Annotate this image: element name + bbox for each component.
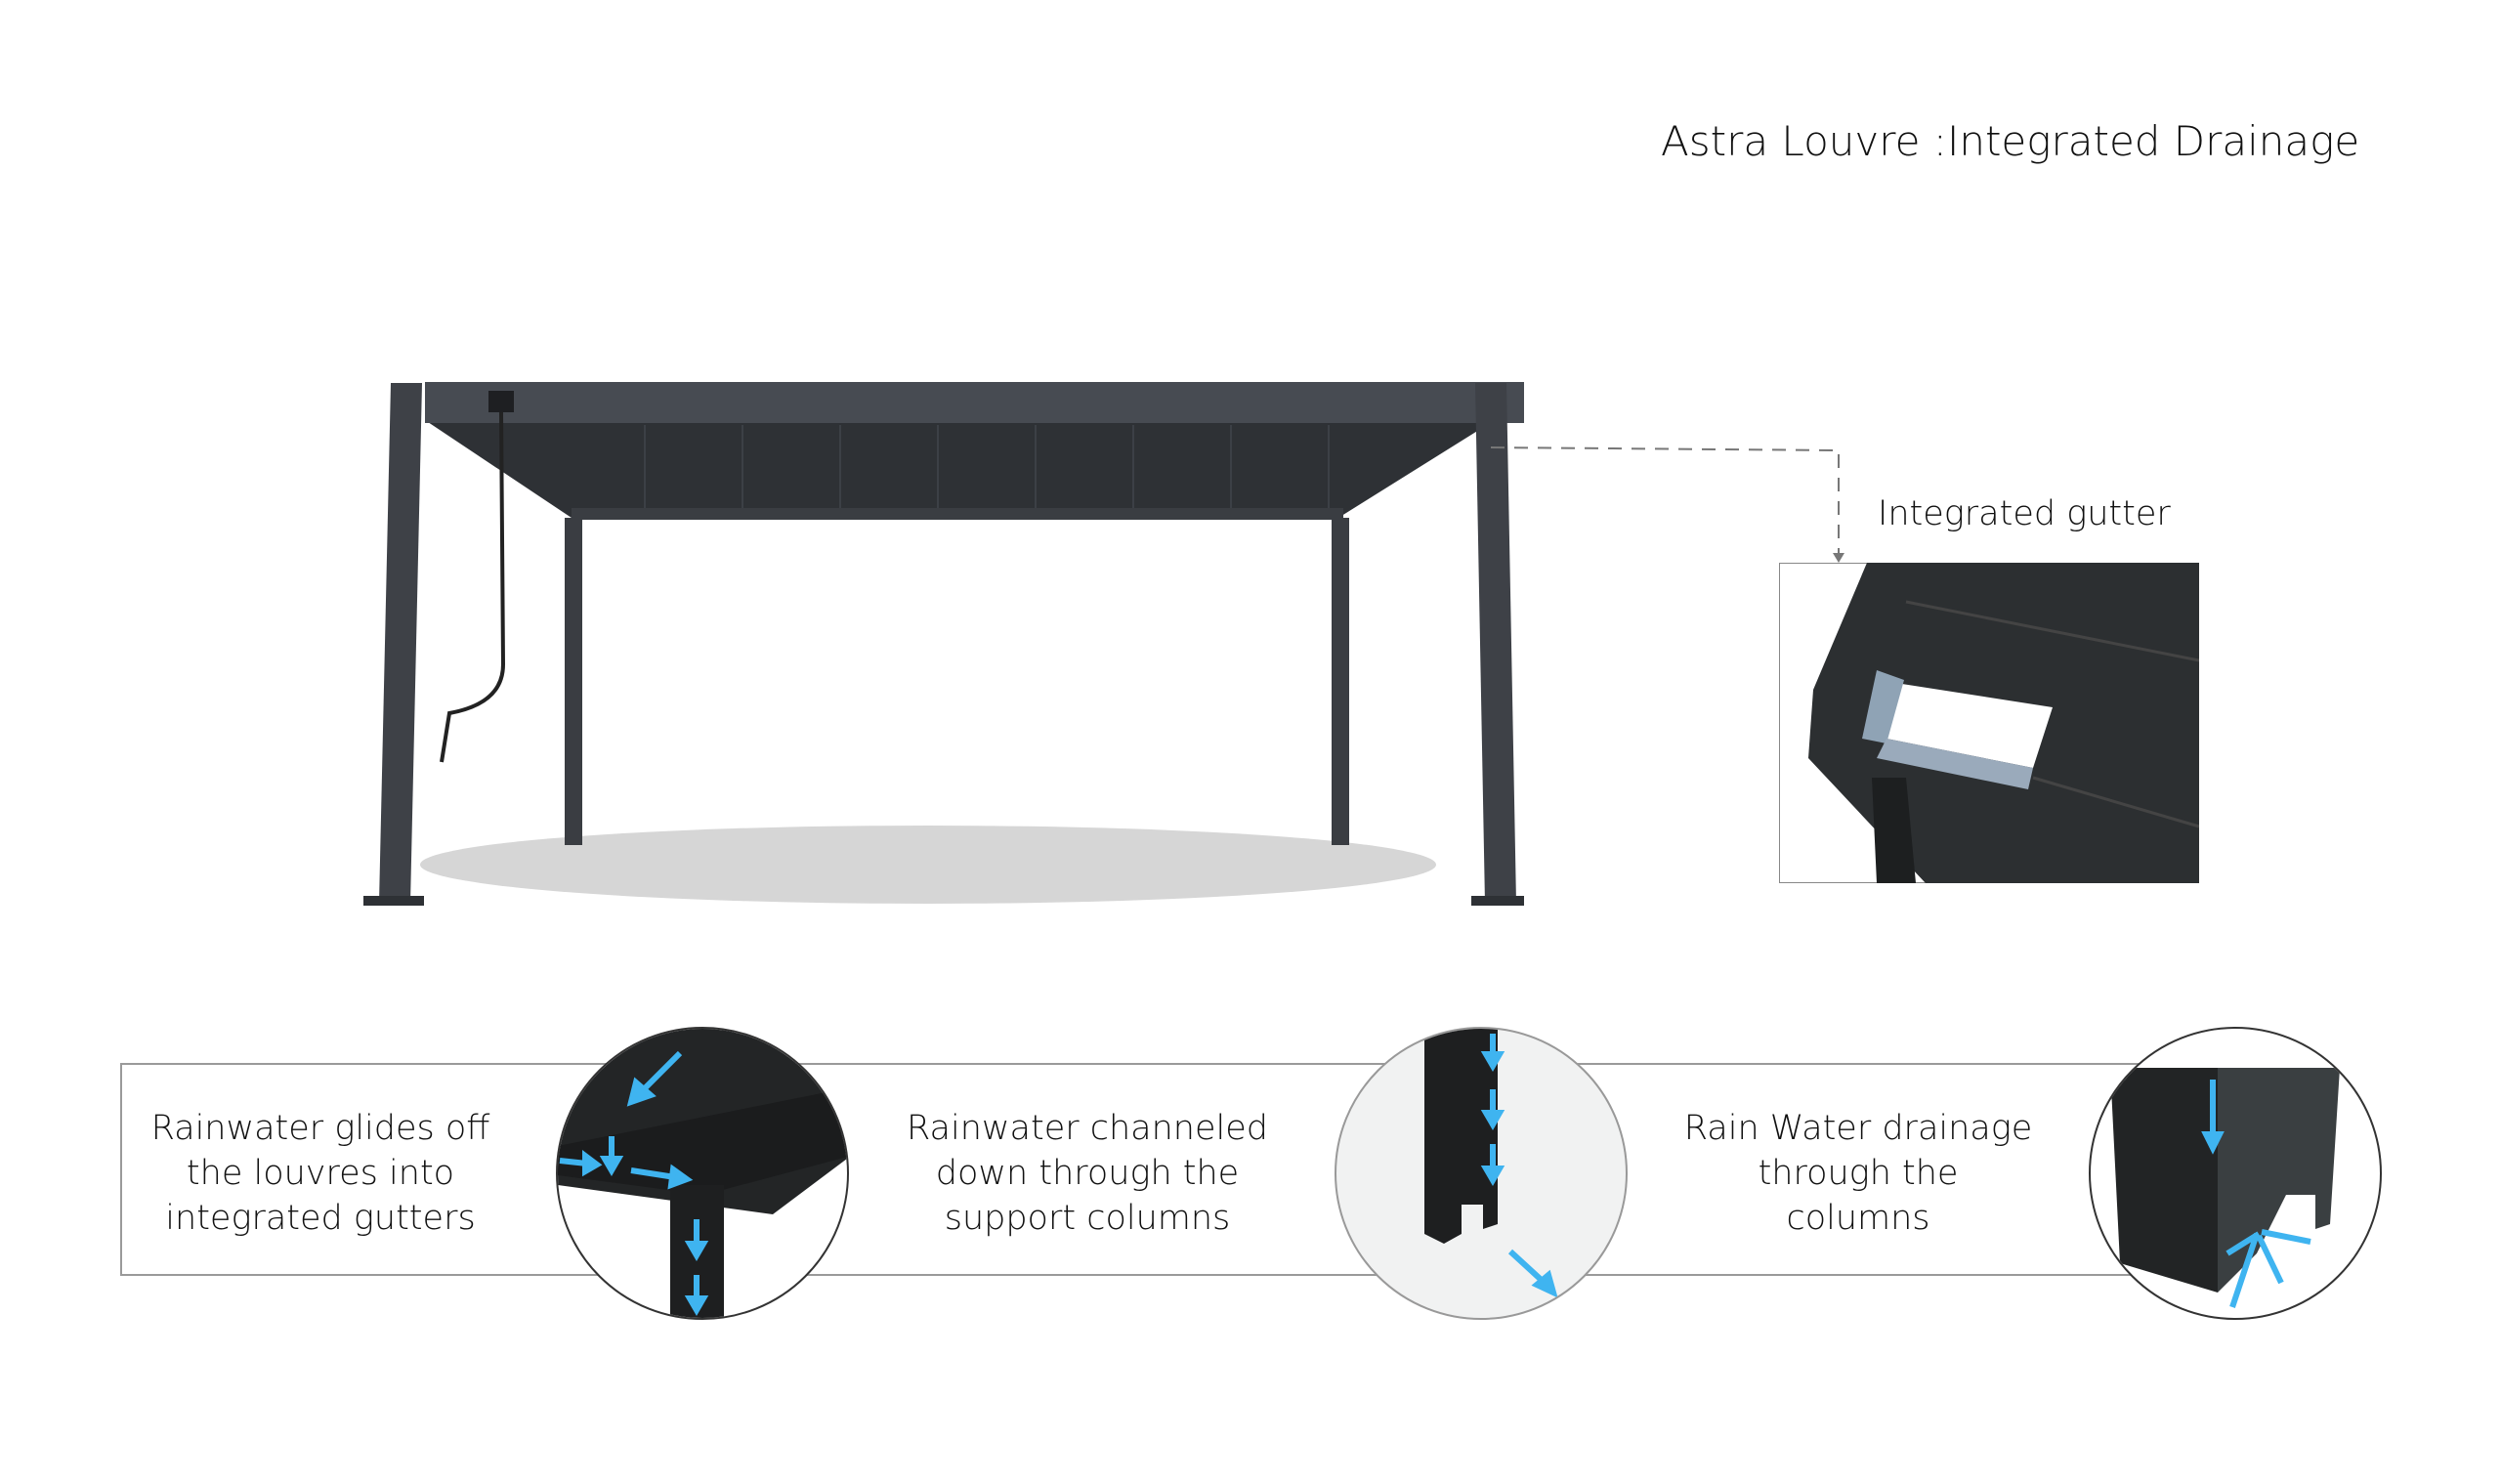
louvre-slats (644, 425, 1330, 516)
front-beam (425, 382, 1524, 423)
caption-line: Rain Water drainage (1683, 1109, 2033, 1148)
crank-handle (440, 411, 506, 763)
step-1-caption: Rainwater glides off the louvres into in… (115, 1106, 526, 1241)
gutter-detail-image (1779, 563, 2199, 883)
caption-line: through the (1758, 1154, 1959, 1193)
step-2-detail-image (1335, 1027, 1628, 1320)
pergola-illustration (363, 382, 1524, 906)
gutter-leader-line (1490, 446, 1844, 563)
step-3-caption: Rain Water drainage through the columns (1653, 1106, 2063, 1241)
front-post-right (1475, 383, 1516, 904)
caption-line: support columns (944, 1199, 1231, 1238)
water-arrow-icon (559, 1050, 709, 1316)
gutter-label: Integrated gutter (1878, 494, 2171, 533)
caption-line: Rainwater channeled (907, 1109, 1268, 1148)
front-post-left (379, 383, 422, 904)
water-arrow-icon (2201, 1080, 2311, 1308)
caption-line: down through the (935, 1154, 1240, 1193)
rear-post-right (1332, 518, 1349, 845)
caption-line: the louvres into (186, 1154, 455, 1193)
page-title: Astra Louvre :Integrated Drainage (1661, 117, 2360, 165)
caption-line: columns (1786, 1199, 1930, 1238)
water-arrow-icon (1480, 1034, 1558, 1298)
motor-box (488, 391, 514, 412)
step-2-caption: Rainwater channeled down through the sup… (882, 1106, 1293, 1241)
ground-shadow (420, 826, 1436, 904)
step-3-detail-image (2089, 1027, 2382, 1320)
caption-line: integrated gutters (165, 1199, 476, 1238)
rear-post-left (565, 518, 582, 845)
step-1-detail-image (556, 1027, 849, 1320)
caption-line: Rainwater glides off (150, 1109, 490, 1148)
louvre-roof (425, 420, 1495, 518)
